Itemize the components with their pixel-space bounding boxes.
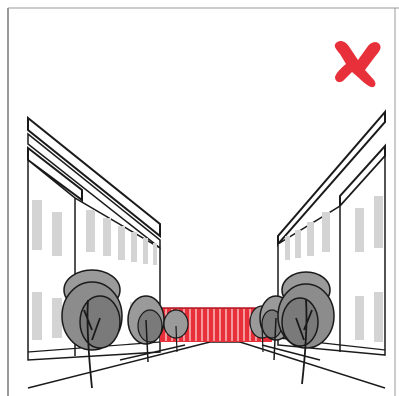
red-x-icon <box>335 41 381 87</box>
tree-right-large <box>278 272 334 384</box>
tree-left-large <box>62 270 122 388</box>
